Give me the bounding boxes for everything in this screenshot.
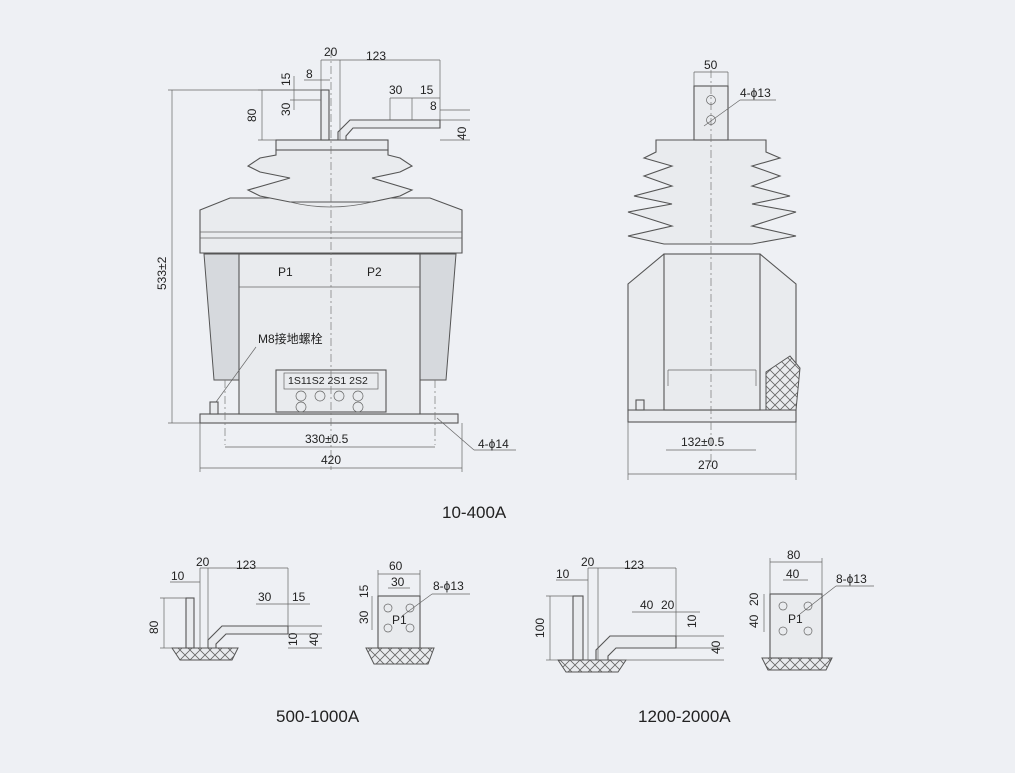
d1-dim-15: 15	[292, 590, 306, 604]
detail2-base	[557, 659, 627, 673]
label-p1: P1	[278, 265, 293, 279]
dim-30b: 30	[389, 83, 403, 97]
d1-dim-40: 40	[307, 632, 321, 646]
d1-dim-60: 60	[389, 559, 403, 573]
hole-4phi14: 4-ϕ14	[478, 437, 509, 451]
detail1-bar-right	[207, 625, 289, 649]
main-body	[199, 197, 463, 254]
d1-dim-20: 20	[196, 555, 210, 569]
label-p2: P2	[367, 265, 382, 279]
d2-hole: 8-ϕ13	[836, 572, 867, 586]
dim-20: 20	[324, 45, 338, 59]
left-leg	[203, 253, 240, 381]
d2-dim-123: 123	[624, 558, 644, 572]
d1-dim-123: 123	[236, 558, 256, 572]
d2-dim-20b: 20	[661, 598, 675, 612]
d2-dim-40c: 40	[786, 567, 800, 581]
dim-270: 270	[698, 458, 718, 472]
d1-label-p1: P1	[392, 613, 407, 627]
dim-123: 123	[366, 49, 386, 63]
dim-420: 420	[321, 453, 341, 467]
right-leg	[419, 253, 457, 381]
dim-15: 15	[279, 72, 293, 86]
side-window	[663, 253, 761, 411]
front-view: 20 123 8 15 30 80 30 15 8 40 533±2 330±0…	[155, 45, 516, 472]
dim-40: 40	[455, 126, 469, 140]
hole-4phi13: 4-ϕ13	[740, 86, 771, 100]
d2-dim-10b: 10	[685, 614, 699, 628]
dim-15b: 15	[420, 83, 434, 97]
top-cap	[275, 139, 389, 151]
d2-dim-20: 20	[581, 555, 595, 569]
d1-dim-30c: 30	[357, 610, 371, 624]
d2-dim-40: 40	[640, 598, 654, 612]
ground-bolt	[209, 401, 219, 415]
dim-8b: 8	[430, 99, 437, 113]
detail-1200-2000A: 10 20 123 40 20 100 10 40 80 40 20 40 8-…	[533, 548, 874, 673]
label-terminals: 1S11S2 2S1 2S2	[288, 375, 368, 387]
detail2-plate	[769, 593, 823, 659]
insulator-sheds	[246, 149, 414, 203]
side-base	[627, 409, 797, 423]
detail2-bar-right	[595, 635, 677, 661]
caption-1200-2000A: 1200-2000A	[638, 707, 731, 726]
detail1-base	[171, 647, 239, 661]
d2-dim-10: 10	[556, 567, 570, 581]
d2-dim-40b: 40	[709, 640, 723, 654]
d1-dim-15b: 15	[357, 584, 371, 598]
caption-500-1000A: 500-1000A	[276, 707, 360, 726]
side-hatch	[765, 355, 801, 411]
caption-10-400A: 10-400A	[442, 503, 507, 522]
d2-dim-100: 100	[533, 618, 547, 638]
side-view: 50 4-ϕ13 132±0.5 270	[627, 58, 801, 480]
dim-132: 132±0.5	[681, 435, 725, 449]
base-plate	[199, 413, 459, 424]
detail1-plate	[377, 595, 421, 649]
dim-80: 80	[245, 108, 259, 122]
d2-label-p1: P1	[788, 612, 803, 626]
d2-dim-80: 80	[787, 548, 801, 562]
dim-50: 50	[704, 58, 718, 72]
primary-bar-p2	[337, 119, 441, 141]
d1-dim-30b: 30	[391, 575, 405, 589]
side-insulator	[627, 139, 797, 245]
detail-500-1000A: 10 20 123 30 15 80 10 40 60 30 15 30 8-ϕ…	[147, 555, 470, 665]
detail1-bar-left	[185, 597, 195, 649]
dim-533: 533±2	[155, 256, 169, 290]
d2-dim-20c: 20	[747, 592, 761, 606]
d2-dim-40d: 40	[747, 614, 761, 628]
label-ground-bolt: M8接地螺栓	[258, 331, 323, 346]
d1-hole: 8-ϕ13	[433, 579, 464, 593]
d1-dim-80: 80	[147, 620, 161, 634]
dim-330: 330±0.5	[305, 432, 349, 446]
dim-30: 30	[279, 102, 293, 116]
d1-dim-10: 10	[171, 569, 185, 583]
d1-dim-10b: 10	[286, 632, 300, 646]
primary-bar-p1	[320, 89, 330, 141]
detail2-bar-left	[572, 595, 584, 661]
dim-8: 8	[306, 67, 313, 81]
d1-dim-30: 30	[258, 590, 272, 604]
